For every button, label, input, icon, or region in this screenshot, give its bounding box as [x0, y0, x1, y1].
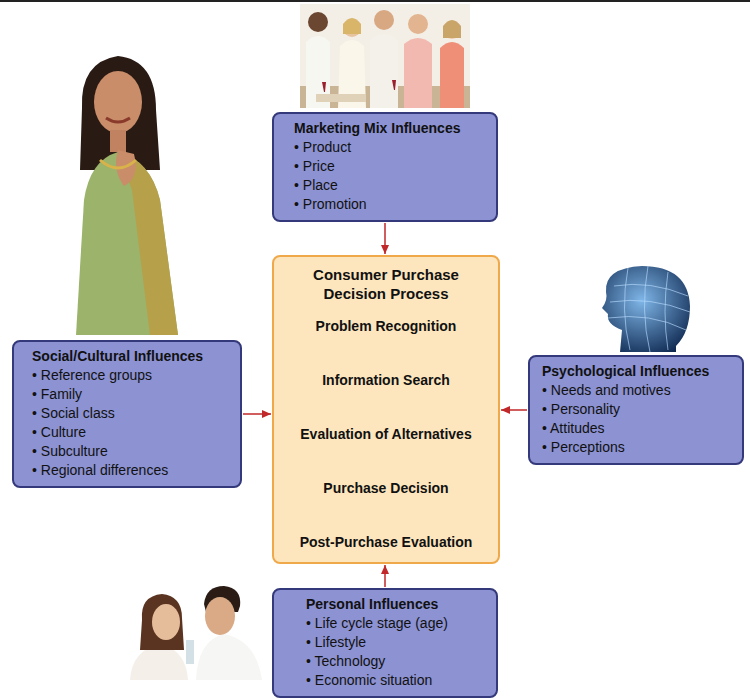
bullet-item: • Economic situation [306, 671, 488, 690]
bullet-item: • Place [294, 176, 488, 195]
top-rule [0, 0, 750, 2]
influence-box: Marketing Mix Influences• Product• Price… [272, 112, 498, 222]
influence-box: Social/Cultural Influences• Reference gr… [12, 340, 242, 488]
process-step: Problem Recognition [274, 317, 498, 336]
head-photo [602, 266, 690, 352]
box-heading: Social/Cultural Influences [32, 347, 232, 366]
couple-photo [130, 586, 262, 680]
process-title: Consumer Purchase Decision Process [274, 257, 498, 303]
process-step: Post-Purchase Evaluation [274, 533, 498, 552]
bullet-item: • Culture [32, 423, 232, 442]
influence-box: Personal Influences• Life cycle stage (a… [272, 588, 498, 698]
bullet-item: • Reference groups [32, 366, 232, 385]
bullet-item: • Product [294, 138, 488, 157]
process-box: Consumer Purchase Decision ProcessProble… [272, 255, 500, 564]
people-photo [300, 4, 470, 108]
process-step: Purchase Decision [274, 479, 498, 498]
bullet-item: • Perceptions [542, 438, 734, 457]
bullet-item: • Promotion [294, 195, 488, 214]
flow-arrow [243, 413, 271, 415]
flow-arrow [384, 223, 386, 254]
step-label: Evaluation of Alternatives [274, 425, 498, 444]
woman-photo [76, 56, 178, 335]
step-label: Problem Recognition [274, 317, 498, 336]
bullet-item: • Regional differences [32, 461, 232, 480]
box-heading: Personal Influences [306, 595, 488, 614]
step-label: Post-Purchase Evaluation [274, 533, 498, 552]
box-heading: Psychological Influences [542, 362, 734, 381]
bullet-item: • Personality [542, 400, 734, 419]
bullet-item: • Life cycle stage (age) [306, 614, 488, 633]
process-step: Evaluation of Alternatives [274, 425, 498, 444]
process-step: Information Search [274, 371, 498, 390]
bullet-item: • Social class [32, 404, 232, 423]
bullet-item: • Price [294, 157, 488, 176]
bullet-item: • Family [32, 385, 232, 404]
flow-arrow [384, 565, 386, 587]
bullet-item: • Lifestyle [306, 633, 488, 652]
step-label: Information Search [274, 371, 498, 390]
step-label: Purchase Decision [274, 479, 498, 498]
bullet-item: • Attitudes [542, 419, 734, 438]
flow-arrow [501, 409, 527, 411]
box-heading: Marketing Mix Influences [294, 119, 488, 138]
bullet-item: • Subculture [32, 442, 232, 461]
influence-box: Psychological Influences• Needs and moti… [528, 355, 744, 465]
bullet-item: • Technology [306, 652, 488, 671]
bullet-item: • Needs and motives [542, 381, 734, 400]
